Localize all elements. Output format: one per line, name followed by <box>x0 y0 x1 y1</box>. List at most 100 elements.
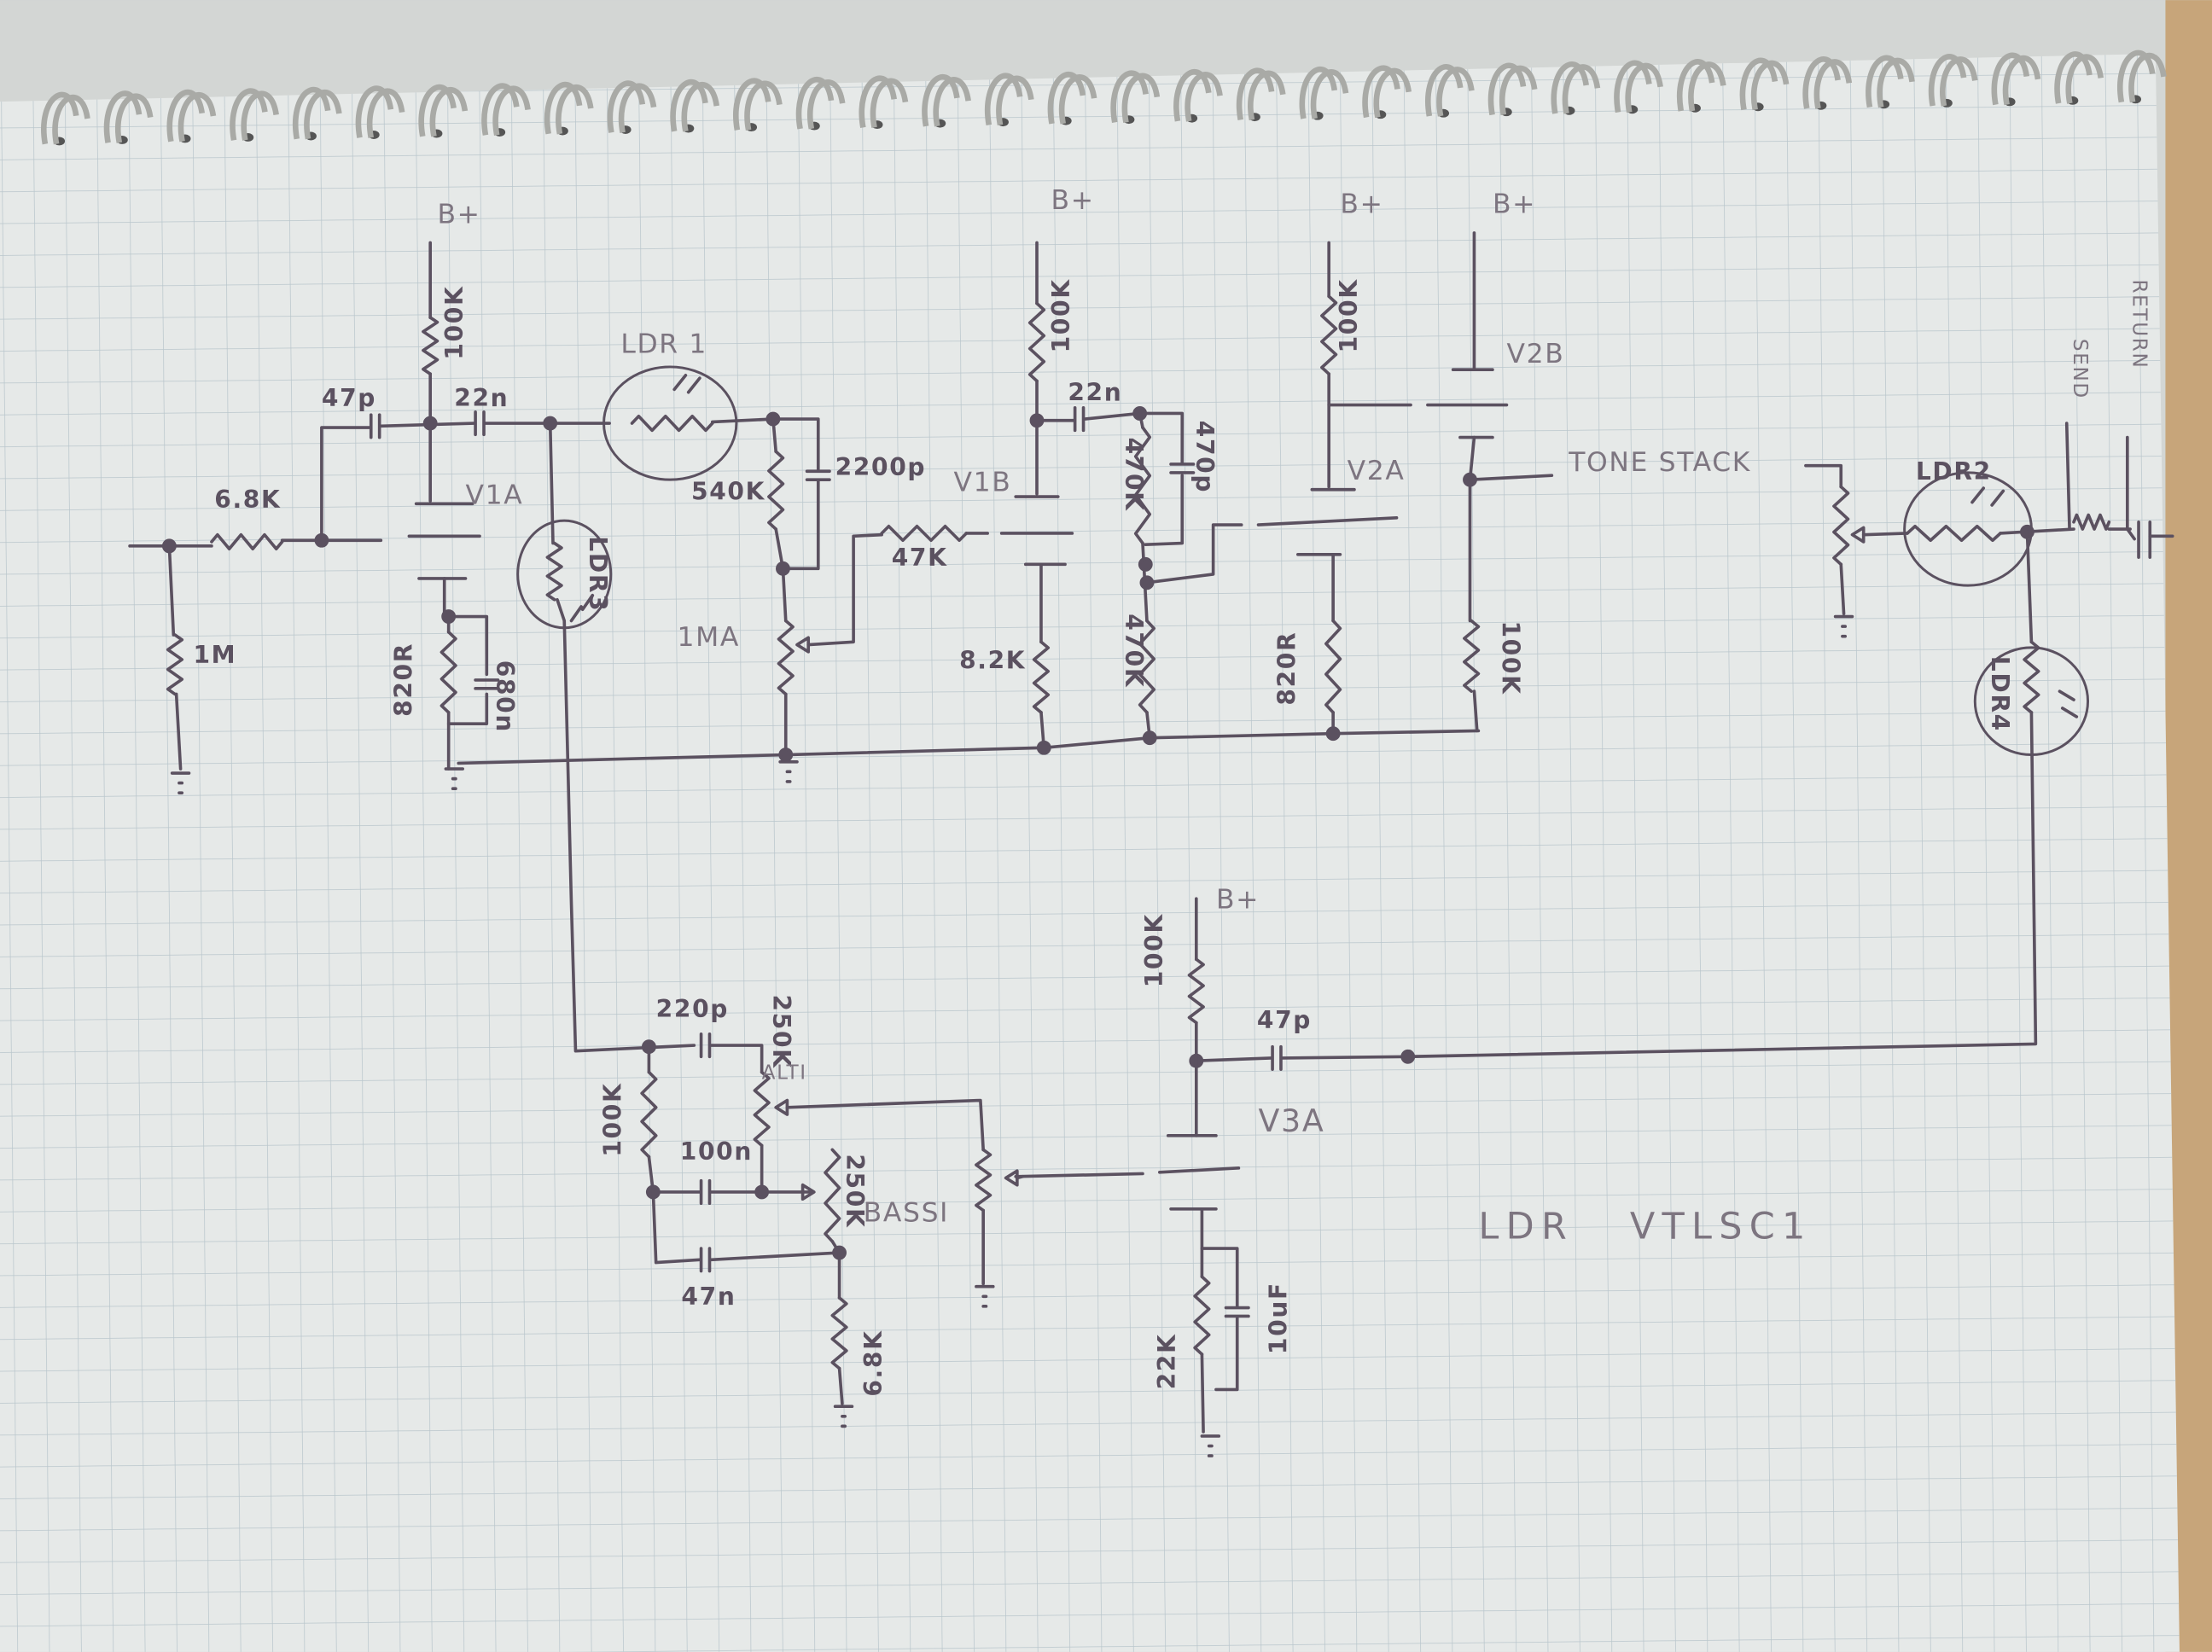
wire <box>167 544 176 637</box>
tube-label: V3A <box>1259 1102 1325 1139</box>
spiral-ring <box>544 81 594 135</box>
resistor <box>640 1070 658 1159</box>
spiral-ring <box>1614 60 1663 113</box>
spiral-ring <box>985 73 1034 126</box>
junction-node <box>1036 740 1051 755</box>
r-input-label: 6.8K <box>214 486 281 514</box>
r-slope-label: 100K <box>598 1083 626 1157</box>
wire <box>1256 515 1399 526</box>
ground-symbol <box>1200 1434 1221 1457</box>
spiral-binding <box>41 49 2167 146</box>
pot-gain-label: 1MA <box>677 622 740 653</box>
c-mid-label: 100n <box>680 1137 753 1166</box>
spiral-ring <box>1928 54 1978 107</box>
spiral-ring <box>2117 49 2167 103</box>
junction-node <box>422 416 438 431</box>
r-cathode-label: 820R <box>390 643 418 717</box>
spiral-ring <box>2054 51 2104 104</box>
spiral-ring <box>293 86 342 140</box>
wire <box>771 417 778 453</box>
pot-wiper-arrow <box>800 1183 816 1201</box>
wire <box>1200 1352 1205 1434</box>
spiral-ring <box>1739 57 1790 111</box>
spiral-ring <box>1487 62 1538 116</box>
wire <box>806 532 883 647</box>
resistor <box>1320 294 1338 376</box>
spiral-ring <box>1677 59 1726 112</box>
resistor <box>753 1070 771 1148</box>
wire <box>1280 711 2038 1060</box>
c-cathode-label: 680n <box>491 660 519 733</box>
ground-symbol <box>975 1284 995 1308</box>
resistor <box>1906 524 2002 543</box>
ldr4-label: LDR4 <box>1986 656 2014 732</box>
ground-symbol <box>833 1405 854 1428</box>
wire <box>2064 422 2071 531</box>
wire <box>2025 530 2034 644</box>
bplus-label: B+ <box>437 199 480 230</box>
wire <box>1999 527 2075 535</box>
wire <box>446 692 489 725</box>
r-grid-label: 47K <box>892 544 948 572</box>
junction-node <box>1142 730 1157 746</box>
tube-label: V1B <box>953 467 1011 497</box>
wire <box>1214 1316 1239 1392</box>
spiral-ring <box>1047 71 1097 125</box>
c-bright-label: 2200p <box>835 453 927 481</box>
spiral-ring <box>607 80 657 133</box>
wire <box>1839 562 1846 616</box>
wire <box>837 1366 844 1405</box>
wire <box>457 729 1481 765</box>
wire <box>1200 1247 1239 1308</box>
r-mixer-top-label: 470K <box>1120 438 1148 512</box>
spiral-ring <box>355 85 405 138</box>
c-mixer-label: 470p <box>1190 421 1219 493</box>
pot-treble-label: 250K <box>767 995 795 1069</box>
spiral-ring <box>418 84 469 137</box>
c-out-label: 47p <box>1257 1006 1312 1034</box>
paper-grid <box>0 53 2180 1652</box>
wire <box>1468 474 1554 481</box>
light-arrows-icon <box>1970 486 2005 507</box>
ground-symbol <box>778 759 799 783</box>
r-cathode-label: 22K <box>1153 1334 1181 1390</box>
send-label: SEND <box>2069 339 2091 399</box>
bass-label: BASSI <box>864 1198 949 1229</box>
wire <box>1138 411 1144 429</box>
spiral-ring <box>922 73 971 127</box>
junction-node <box>1400 1049 1416 1064</box>
bplus-label: B+ <box>1051 185 1095 216</box>
resistor <box>1027 301 1046 383</box>
capacitor <box>2137 520 2152 559</box>
wire <box>1016 1174 1025 1180</box>
tube-label: V1A <box>466 480 524 510</box>
ldr3-label: LDR3 <box>584 536 612 612</box>
circuit-drawing <box>128 231 2174 1457</box>
spiral-ring <box>1362 65 1412 119</box>
wire <box>174 692 183 771</box>
resistor <box>1187 957 1205 1025</box>
spiral-ring <box>1551 61 1601 114</box>
resistor <box>830 1296 848 1370</box>
resistor <box>1193 1275 1211 1356</box>
junction-node <box>754 1184 770 1200</box>
ldr2-label: LDR2 <box>1916 457 1992 486</box>
spiral-ring <box>795 76 846 130</box>
wire <box>710 417 820 472</box>
junction-node <box>1138 556 1153 572</box>
return-label: RETURN <box>2128 279 2150 369</box>
wire <box>709 1044 764 1074</box>
wire <box>709 1251 841 1262</box>
ground-symbol <box>170 771 191 794</box>
r-cathode-label: 820R <box>1273 631 1301 706</box>
spiral-ring <box>733 78 783 131</box>
tube-label: V2B <box>1506 339 1564 369</box>
junction-node <box>776 561 790 576</box>
spiral-ring <box>1991 52 2041 106</box>
wire <box>1083 411 1185 465</box>
resistor <box>1138 619 1156 714</box>
resistor <box>880 524 969 543</box>
tone-stack-label: TONE STACK <box>1568 447 1751 478</box>
r-mid-label: 6.8K <box>859 1330 888 1397</box>
spiral-ring <box>103 90 154 143</box>
